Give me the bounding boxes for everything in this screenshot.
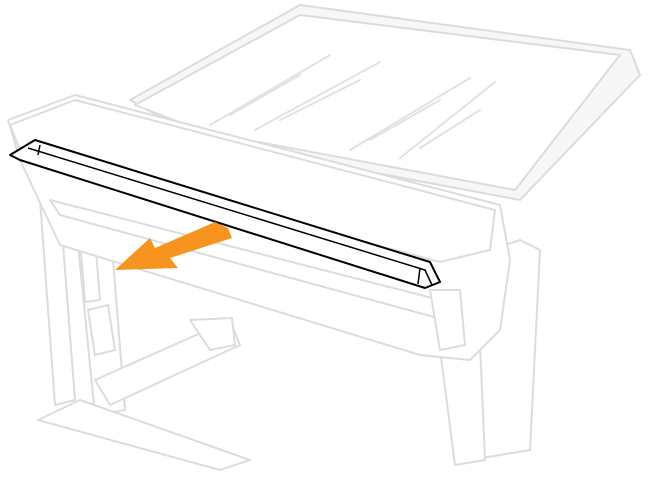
pull-direction-arrow xyxy=(115,222,232,270)
output-tray xyxy=(129,4,641,201)
jammed-paper xyxy=(9,139,441,289)
